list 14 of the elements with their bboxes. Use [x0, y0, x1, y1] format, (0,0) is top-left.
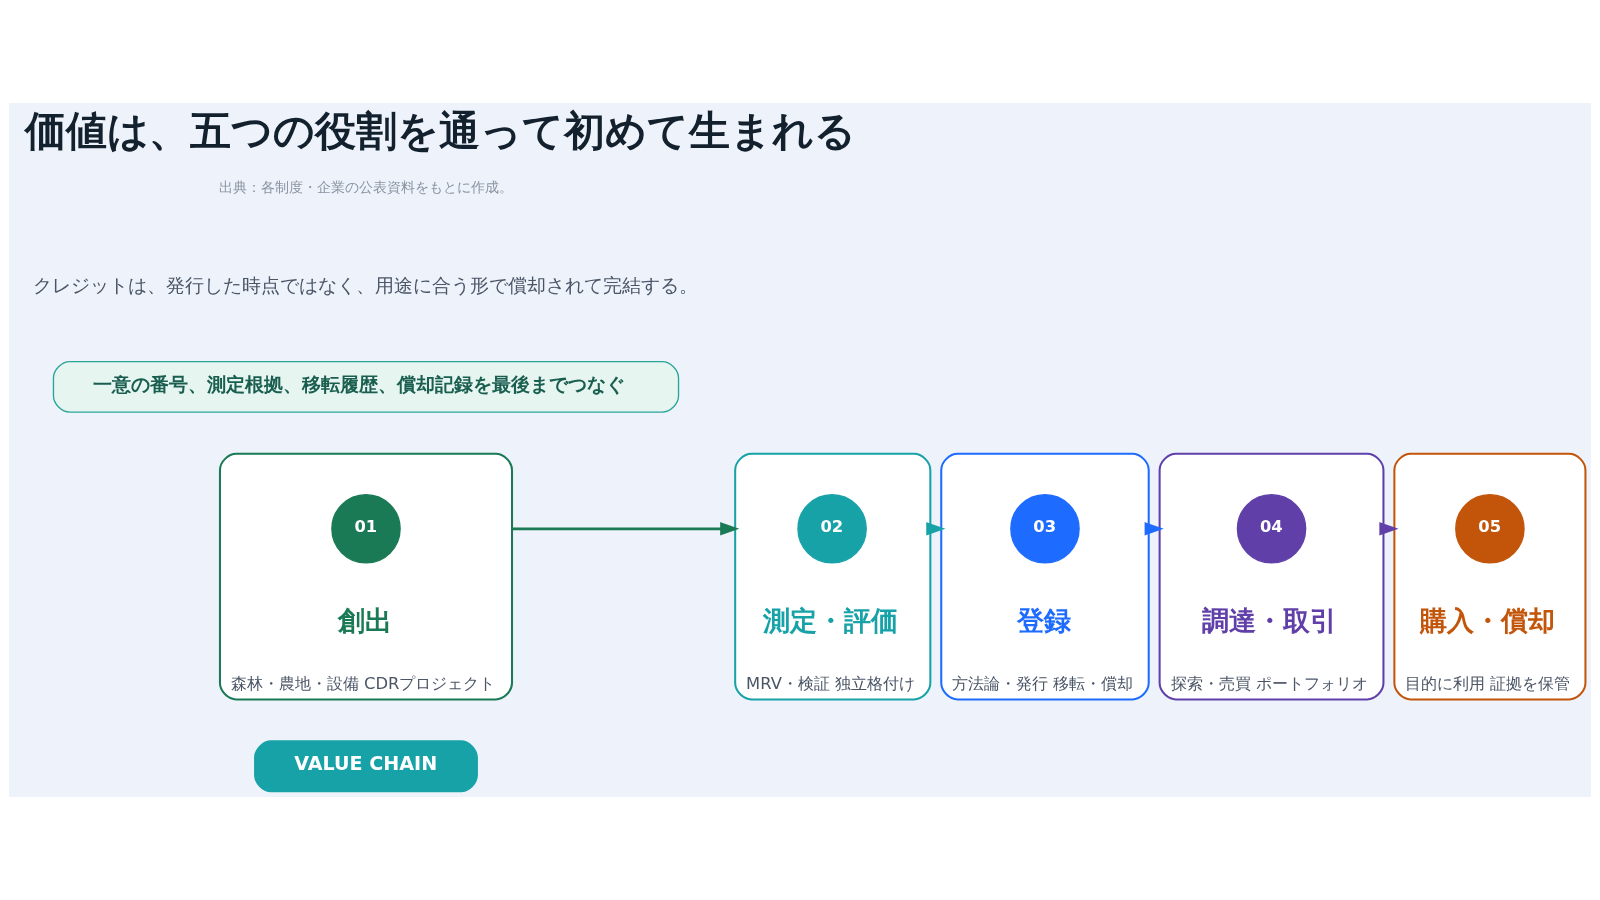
node-circle: 03	[1010, 494, 1080, 564]
node-circle: 01	[331, 494, 401, 564]
node-circle: 04	[1236, 494, 1307, 564]
arrow	[512, 522, 740, 536]
node-box: VALUE CHAIN	[254, 740, 478, 793]
arrow	[926, 522, 946, 536]
arrow	[1379, 522, 1399, 536]
node-circle: 02	[797, 494, 867, 564]
arrow	[1144, 522, 1164, 536]
label: 出典：各制度・企業の公表資料をもとに作成。	[218, 179, 513, 196]
diagram-title: 価値は、五つの役割を通って初めて生まれる	[25, 107, 857, 156]
node-circle: 05	[1455, 494, 1525, 564]
label: クレジットは、発行した時点ではなく、用途に合う形で償却されて完結する。	[33, 274, 699, 298]
node-box: 一意の番号、測定根拠、移転履歴、償却記録を最後までつなぐ	[52, 360, 680, 413]
